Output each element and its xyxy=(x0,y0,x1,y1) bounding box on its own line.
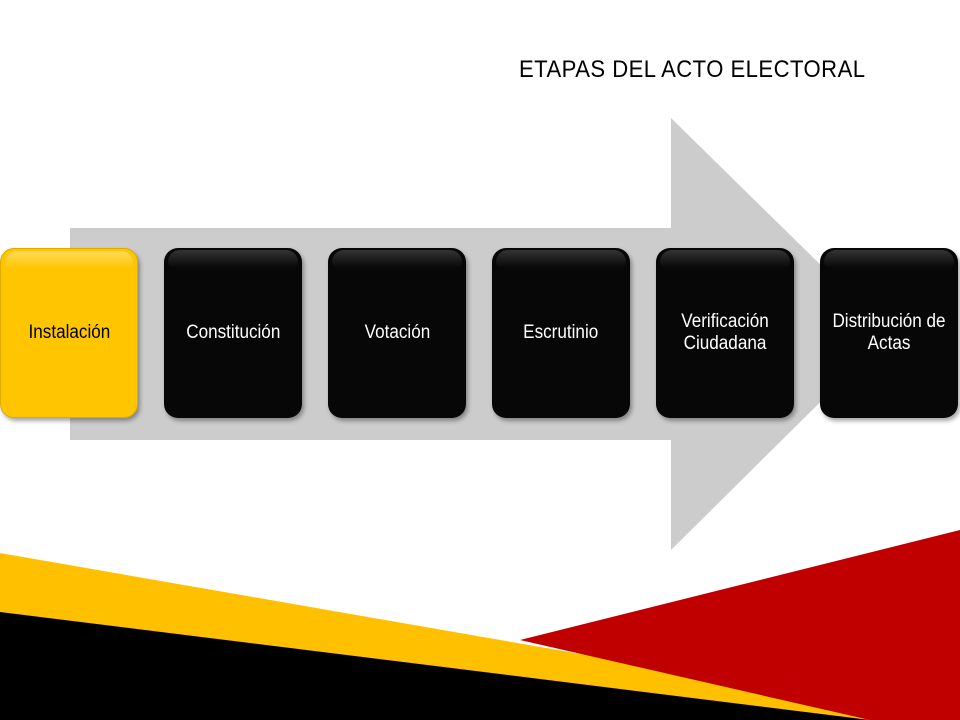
step-verificacion-ciudadana: Verificación Ciudadana xyxy=(656,248,794,418)
band-black xyxy=(0,612,870,720)
step-label: Distribución de Actas xyxy=(832,311,946,354)
step-label: Constitución xyxy=(185,322,281,343)
step-constitucion: Constitución xyxy=(164,248,302,418)
slide-title: ETAPAS DEL ACTO ELECTORAL xyxy=(519,56,866,83)
process-arrow-shape xyxy=(70,118,890,550)
step-label: Instalación xyxy=(28,322,110,343)
step-label: Verificación Ciudadana xyxy=(681,311,769,354)
step-votacion: Votación xyxy=(328,248,466,418)
step-label: Votación xyxy=(364,322,430,343)
step-escrutinio: Escrutinio xyxy=(492,248,630,418)
step-label: Escrutinio xyxy=(523,322,599,343)
step-instalacion: Instalación xyxy=(0,248,138,418)
step-distribucion-de-actas: Distribución de Actas xyxy=(820,248,958,418)
band-red xyxy=(520,530,960,720)
